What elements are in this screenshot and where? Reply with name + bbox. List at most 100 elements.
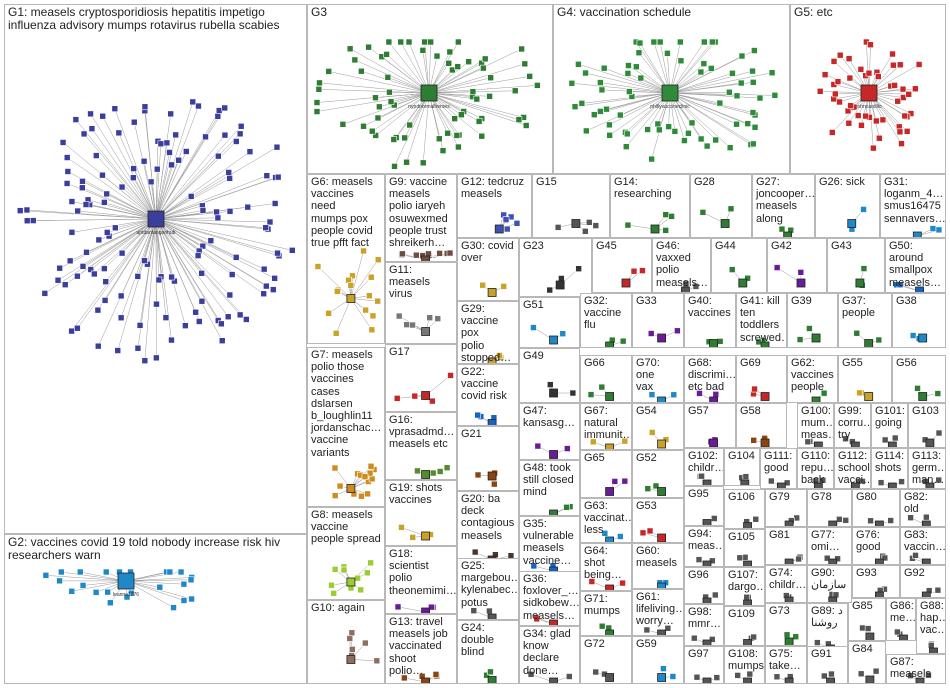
node [226,208,234,215]
hub-node [784,677,794,683]
hub-node [421,327,430,336]
node [458,111,465,119]
node [23,206,31,214]
edge [98,218,157,347]
node [877,479,885,486]
node [513,220,521,227]
group-g71: G71: mumps [580,591,632,636]
hub-node [811,396,821,402]
hub-node [702,560,712,566]
edge [428,92,519,120]
node [864,625,872,632]
hub-node [661,84,679,102]
group-label: G12: tedcruz measels [461,176,524,201]
group-g67: G67: natural immunit… [580,403,632,450]
node [172,131,179,139]
node [434,315,442,322]
edge [581,92,671,104]
node [749,79,757,86]
hub-node [702,677,712,683]
group-graph [398,249,454,261]
node [478,132,486,140]
node [42,572,50,579]
node [749,140,757,148]
group-g91: G91 [807,646,848,684]
group-g80: G80 [852,489,900,527]
group-label: G36: foxlover_… sidkobew… measels… [523,573,580,622]
hub-node [549,335,558,345]
edge [155,218,162,277]
node [749,67,756,75]
hub-node [776,482,786,488]
node [836,51,844,59]
group-label: G97 [688,648,709,660]
group-graph [881,434,899,447]
node [394,603,402,611]
group-label: G19: shots vaccines [389,482,443,507]
node [263,172,271,180]
group-g81: G81 [765,527,807,565]
node [347,282,355,289]
node [856,389,863,397]
group-g86: G86: me… [886,598,916,641]
group-g108: G108: mumps [724,646,765,684]
edge [105,218,157,282]
group-g62: G62: vaccines people [787,355,838,403]
edge [91,128,157,220]
node [744,274,751,282]
group-g84: G84 [848,641,886,684]
edge [408,41,430,94]
hub-node [784,520,794,526]
group-g26: G26: sick [815,174,880,238]
group-graph [401,671,440,683]
node [495,352,503,359]
node [475,118,483,125]
node [368,475,376,483]
group-g46: G46: vaxxed polio measels… [652,238,711,293]
hub-node [783,231,793,237]
group-label: G31: loganm_4… smus16475 sennavers… [884,176,946,225]
node [182,148,190,155]
node [582,227,589,235]
group-label: G59 [636,638,657,650]
hub-node [865,675,875,683]
group-graph [639,527,667,542]
node [349,646,356,653]
group-graph [828,591,840,602]
node [860,206,867,213]
group-graph [856,389,874,401]
group-graph [546,381,577,398]
node [428,397,436,405]
group-g78: G78 [807,489,852,527]
group-label: G58 [740,405,761,417]
node [670,391,678,399]
group-g38: G38 [892,293,946,348]
node [870,144,877,152]
node [814,639,821,646]
node [58,568,65,576]
edge [428,48,522,94]
group-graph [656,579,669,588]
group-label: G32: vaccine flu [584,295,622,332]
hub-node [921,520,931,526]
hub-node [117,572,135,590]
node [443,464,451,471]
group-g24: G24: double blind [457,620,519,684]
node [141,257,148,264]
hub-node [743,599,752,605]
node [123,593,131,601]
edge [90,113,157,220]
node [654,120,662,128]
hub-node [912,231,922,237]
hub-node [421,255,430,261]
node [923,513,930,521]
group-g22: G22: vaccine covid risk [457,364,519,426]
group-g61: G61: lifeliving… worry… [632,589,684,636]
node [648,155,655,163]
edge [155,218,233,275]
hub-node [709,438,719,447]
node [662,227,669,234]
node [853,329,861,337]
group-label: G50: around smallpox measels… [889,240,941,289]
node [88,125,96,132]
